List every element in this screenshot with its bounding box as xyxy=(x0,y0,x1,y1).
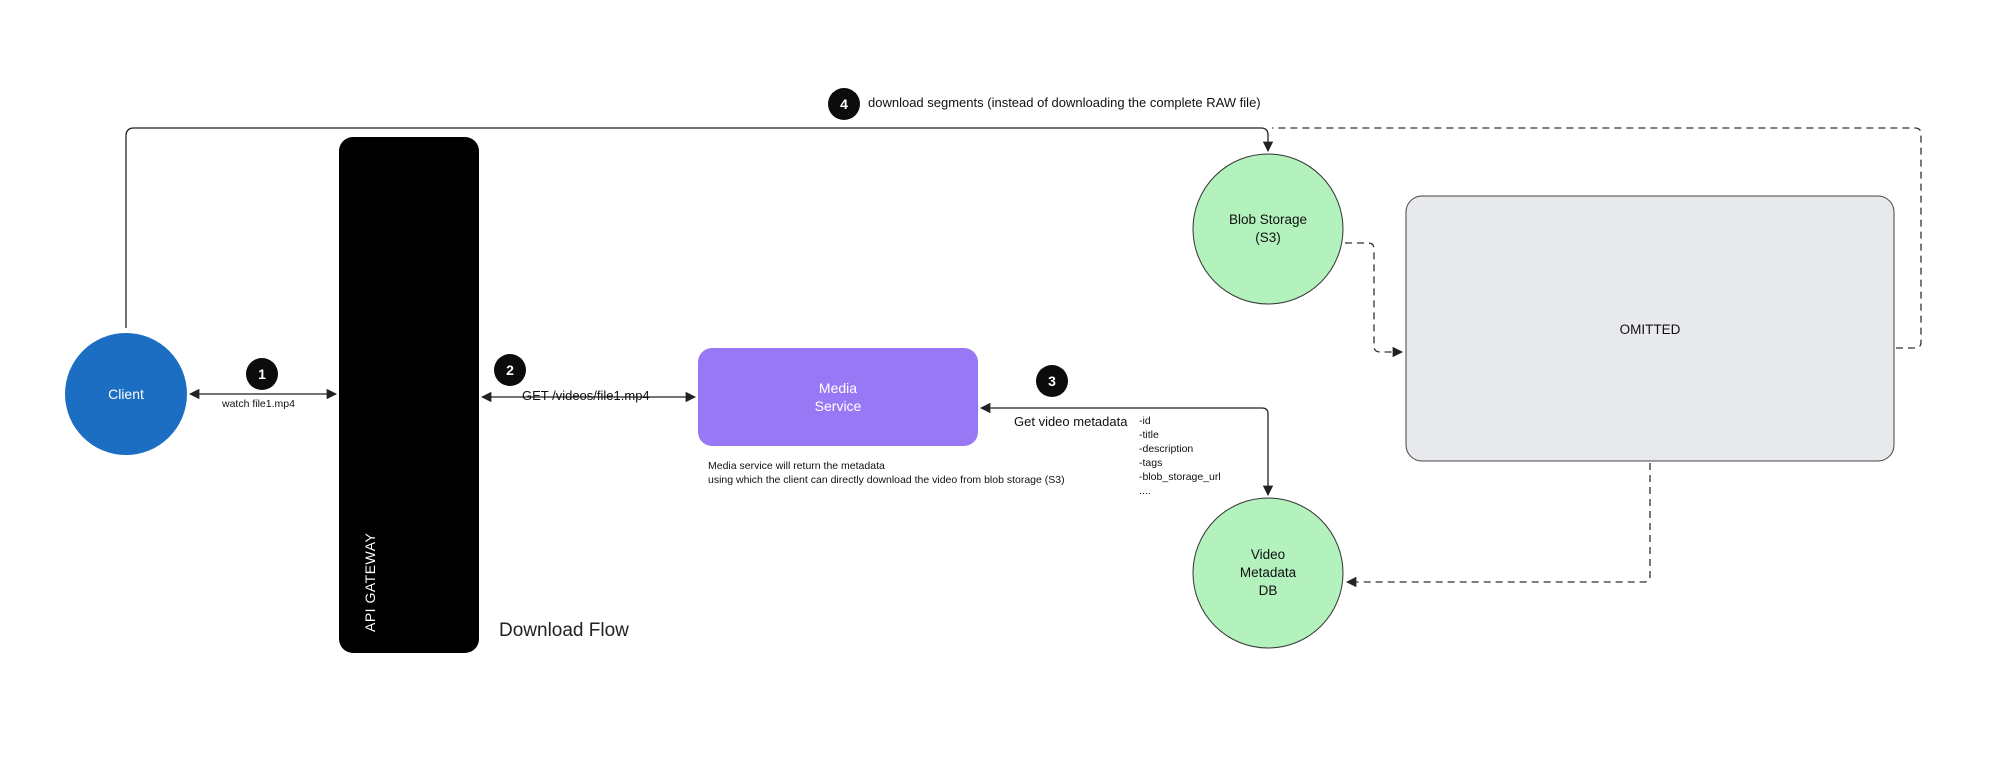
metadata-field: .... xyxy=(1139,485,1151,497)
blob-storage-node[interactable] xyxy=(1192,153,1344,305)
api-gateway-node[interactable] xyxy=(339,137,479,653)
media-service-node[interactable] xyxy=(698,348,978,446)
step-2-label: GET /videos/file1.mp4 xyxy=(522,388,650,403)
step-1-badge: 1 xyxy=(246,358,278,390)
step-3-badge: 3 xyxy=(1036,365,1068,397)
omitted-node[interactable] xyxy=(1405,195,1895,462)
blob-storage-label: Blob Storage (S3) xyxy=(1228,212,1308,245)
arrow-media-db xyxy=(979,402,1274,497)
metadata-field: -title xyxy=(1139,429,1159,441)
metadata-field: -tags xyxy=(1139,457,1163,469)
metadata-field: -description xyxy=(1139,443,1194,455)
step-2-badge: 2 xyxy=(494,354,526,386)
media-service-note-line-1: Media service will return the metadata xyxy=(708,460,885,472)
metadata-field: -id xyxy=(1139,415,1151,427)
video-metadata-db-label: Video Metadata DB xyxy=(1239,547,1297,598)
step-4-label: download segments (instead of downloadin… xyxy=(868,95,1261,110)
step-3-label: Get video metadata xyxy=(1014,414,1128,429)
api-gateway-label: API GATEWAY xyxy=(362,532,378,632)
step-1-label: watch file1.mp4 xyxy=(222,398,295,410)
dashed-omitted-loop xyxy=(1272,127,1922,349)
dashed-omitted-db xyxy=(1345,463,1651,588)
metadata-field: -blob_storage_url xyxy=(1139,471,1221,483)
client-label: Client xyxy=(108,386,144,402)
client-node[interactable] xyxy=(65,333,187,455)
flow-title: Download Flow xyxy=(499,620,629,641)
dashed-blob-omitted xyxy=(1345,242,1404,358)
metadata-fields-list: -id -title -description -tags -blob_stor… xyxy=(1139,414,1221,498)
omitted-label: OMITTED xyxy=(1619,321,1681,337)
step-4-badge: 4 xyxy=(828,88,860,120)
arrow-client-blob xyxy=(125,127,1274,328)
video-metadata-db-node[interactable] xyxy=(1192,497,1344,649)
media-service-label: Media Service xyxy=(814,380,862,414)
media-service-note-line-2: using which the client can directly down… xyxy=(708,474,1065,486)
